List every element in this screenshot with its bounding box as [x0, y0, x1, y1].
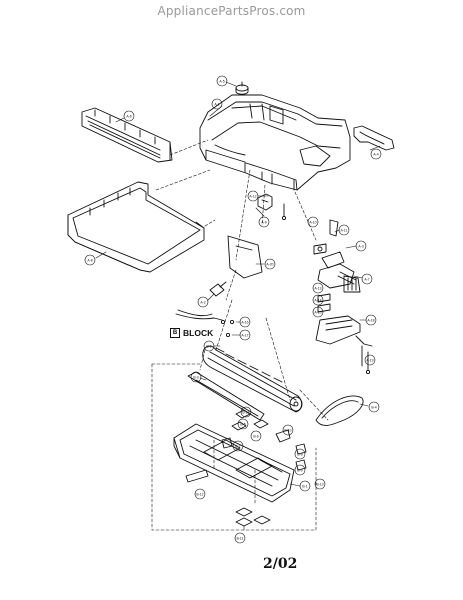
callout-label: B-8 — [297, 452, 302, 456]
callout-label: A-11 — [341, 228, 348, 232]
page-number: 2/02 — [263, 556, 298, 572]
nozzle-cover-part — [199, 94, 351, 191]
callout-label: A-17 — [241, 333, 248, 337]
wheel-set-part — [235, 507, 271, 527]
drive-belt-part — [315, 395, 364, 426]
callout-label: A-18 — [367, 318, 374, 322]
callout-label: A-5 — [219, 79, 224, 83]
brush-strip-part — [187, 371, 265, 421]
callout-label: A-15 — [314, 310, 321, 314]
callout-label: B-1 — [302, 484, 307, 488]
callout-label: B-3 — [193, 375, 198, 379]
assembly-guide-lines — [155, 139, 329, 506]
callout-label: B-4 — [371, 405, 376, 409]
guard-strip-part — [227, 235, 263, 279]
callout-label: A-3 — [358, 244, 363, 248]
knob-part — [235, 81, 249, 95]
callout-label: A-7 — [364, 277, 369, 281]
block-frame — [151, 363, 317, 531]
callout-label: B-14 — [242, 410, 249, 414]
callout-label: B-9 — [297, 468, 302, 472]
brush-roll-part — [202, 345, 303, 413]
filter-grille-part — [81, 107, 173, 163]
callout-label: A-6 — [126, 114, 131, 118]
callout-label: B-6 — [253, 434, 258, 438]
callout-label: B-10 — [284, 428, 291, 432]
callout-label: B-7 — [235, 444, 240, 448]
wire-harness-part — [175, 281, 235, 338]
callout-label: A-9 — [261, 220, 266, 224]
callout-label: A-14 — [314, 298, 321, 302]
base-plate-part — [173, 423, 295, 503]
callout-label: A-10 — [309, 220, 316, 224]
callout-label: A-8 — [87, 258, 92, 262]
callout-label: A-12 — [249, 194, 256, 198]
callout-label: B-13 — [316, 482, 323, 486]
pedal-mechanism-part — [313, 219, 373, 375]
callout-label: B-5 — [240, 422, 245, 426]
small-hardware-parts — [221, 409, 307, 471]
label-plate-part — [185, 469, 209, 483]
site-watermark-header: AppliancePartsPros.com — [157, 4, 306, 18]
callout-label: B-2 — [206, 344, 211, 348]
callout-group: A-5 A-1 A-6 A-4 A-8 A-12 A-9 A-10 A-11 — [84, 75, 382, 544]
callout-label: A-2 — [200, 300, 205, 304]
callout-label: A-1 — [214, 102, 219, 106]
callout-label: A-19 — [366, 358, 373, 362]
block-label-text: BLOCK — [183, 328, 214, 338]
callout-label: A-20 — [266, 262, 273, 266]
callout-label: A-13 — [314, 286, 321, 290]
callout-label: B-11 — [237, 536, 244, 540]
callout-label: B-12 — [196, 492, 203, 496]
callout-label: A-16 — [241, 320, 248, 324]
filter-tray-part — [67, 181, 205, 273]
handle-piece-part — [353, 125, 395, 151]
callout-circle — [216, 75, 228, 87]
callout-label: A-4 — [373, 152, 378, 156]
block-letter-box: B — [170, 327, 180, 338]
clip-part — [257, 193, 287, 221]
